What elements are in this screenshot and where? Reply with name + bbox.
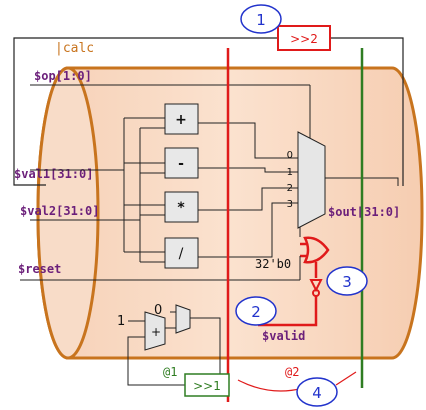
reset-wiring xyxy=(20,256,301,281)
callout-4-arrow-right xyxy=(335,371,357,386)
callout-2: 2 xyxy=(235,296,277,326)
feedback-wire-left xyxy=(13,37,278,186)
cylinder-left-cap xyxy=(36,66,100,360)
op-add-box: + xyxy=(164,103,199,135)
adder-block: + xyxy=(144,311,166,351)
constant-zero-32: 32'b0 xyxy=(255,257,291,271)
callout-1-label: 1 xyxy=(256,11,266,29)
stage-1-label: @1 xyxy=(163,365,177,379)
counter-mux xyxy=(175,304,191,334)
output-mux: 0 1 2 3 xyxy=(287,131,326,229)
op-mul-label: * xyxy=(177,200,185,216)
callout-3-label: 3 xyxy=(342,273,352,291)
callout-4: 4 xyxy=(296,377,338,407)
signal-out: $out[31:0] xyxy=(328,205,400,219)
pipeline-cylinder xyxy=(36,66,424,360)
op-add-label: + xyxy=(175,112,187,128)
signal-reset: $reset xyxy=(18,262,61,276)
callout-4-label: 4 xyxy=(312,384,322,402)
op-div-label: / xyxy=(179,246,184,262)
mux-input-1: 1 xyxy=(287,167,293,178)
stage-2-label: @2 xyxy=(285,365,299,379)
valid-wire xyxy=(258,296,318,327)
constant-zero: 0 xyxy=(154,303,162,318)
op-div-box: / xyxy=(164,237,199,269)
shift-right-2-box: >>2 xyxy=(277,25,331,51)
signal-val2: $val2[31:0] xyxy=(20,204,99,218)
constant-one: 1 xyxy=(117,314,125,329)
adder-label: + xyxy=(151,325,161,339)
signal-valid: $valid xyxy=(262,329,305,343)
callout-1: 1 xyxy=(240,4,282,34)
shift-right-1-label: >>1 xyxy=(193,379,221,393)
signal-val1: $val1[31:0] xyxy=(14,167,93,181)
op-sub-box: - xyxy=(164,147,199,179)
callout-3: 3 xyxy=(326,266,368,296)
callout-2-label: 2 xyxy=(251,303,261,321)
op-wiring xyxy=(30,84,399,263)
pipeline-label: |calc xyxy=(55,41,94,56)
signal-op: $op[1:0] xyxy=(34,69,92,83)
feedback-wire xyxy=(330,37,404,186)
mux-input-2: 2 xyxy=(287,183,293,194)
or-gate xyxy=(300,236,330,264)
op-mul-box: * xyxy=(164,191,199,223)
mux-input-3: 3 xyxy=(287,199,293,210)
shift-right-1-box: >>1 xyxy=(184,373,230,397)
shift-right-2-label: >>2 xyxy=(290,32,318,46)
mux-input-0: 0 xyxy=(287,150,293,161)
op-sub-label: - xyxy=(178,156,184,172)
